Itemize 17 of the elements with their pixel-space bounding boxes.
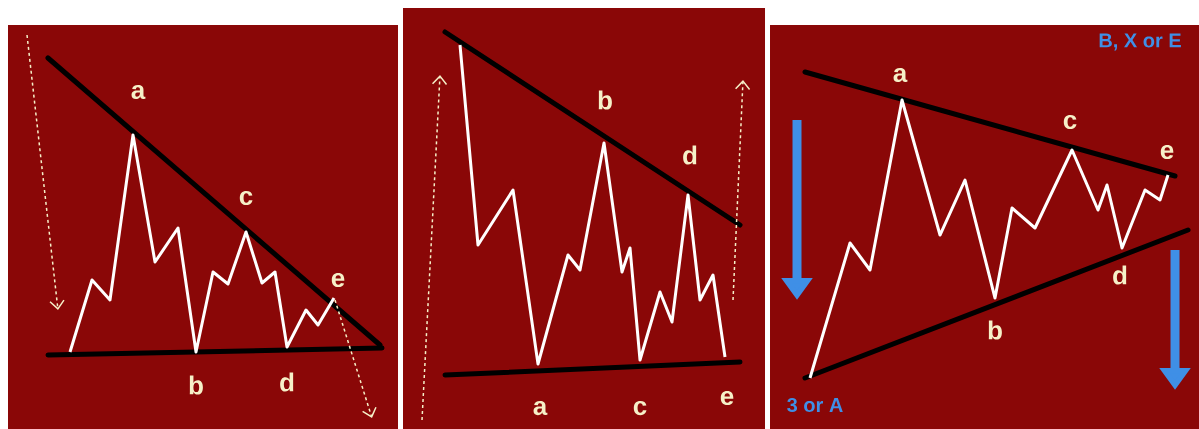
wave-label: c	[1063, 114, 1077, 130]
wave-label: e	[1160, 144, 1174, 160]
wave-label: b	[988, 320, 1002, 340]
wave-label: d	[1113, 265, 1127, 285]
wave-label: 3 or A	[787, 397, 843, 413]
wave-label: a	[893, 67, 908, 83]
wave-label: c	[239, 190, 253, 206]
wave-label: B, X or E	[1099, 33, 1181, 51]
wave-label: a	[131, 84, 146, 100]
wave-label: b	[189, 375, 203, 395]
wave-label: d	[280, 372, 294, 392]
wave-label: d	[683, 145, 697, 165]
wave-label: e	[331, 272, 345, 288]
wave-label: a	[533, 400, 548, 416]
wave-label: b	[598, 90, 612, 110]
wave-label: e	[720, 390, 734, 406]
wave-label: c	[633, 400, 647, 416]
